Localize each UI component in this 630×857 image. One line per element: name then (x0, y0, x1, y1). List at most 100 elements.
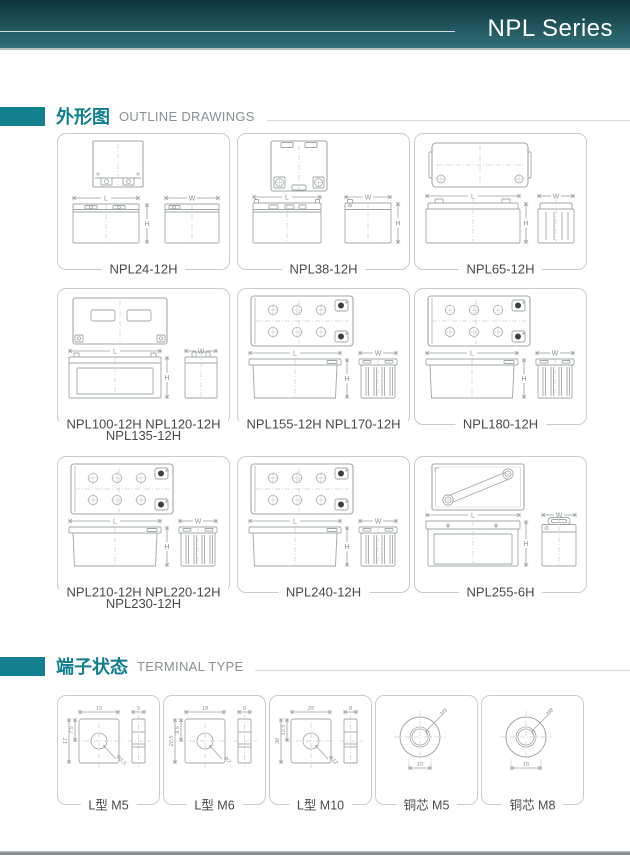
svg-text:M5: M5 (439, 707, 449, 717)
svg-text:W: W (364, 194, 371, 201)
svg-text:H: H (523, 541, 528, 548)
terminal-drawing: M5 10 (393, 707, 449, 771)
outline-card-npl180: L H W NPL180-12H (414, 288, 587, 432)
svg-text:9.5: 9.5 (174, 725, 180, 734)
svg-text:W: W (374, 518, 381, 525)
svg-text:25: 25 (306, 706, 314, 712)
svg-text:L: L (471, 193, 475, 200)
battery-drawing: L H W (247, 463, 398, 567)
svg-text:30: 30 (274, 737, 280, 744)
model-label-secondary: NPL135-12H (105, 428, 182, 443)
svg-text:L: L (113, 518, 117, 525)
svg-text:W: W (194, 518, 201, 525)
battery-drawing: L H W (71, 140, 220, 244)
battery-drawing: LHW (67, 297, 218, 399)
svg-text:L: L (470, 350, 474, 357)
section-title-zh: 端子状态 (56, 657, 128, 677)
svg-text:L: L (471, 512, 475, 519)
section-title-en: TERMINAL TYPE (137, 658, 244, 674)
svg-text:L: L (293, 350, 297, 357)
svg-text:10: 10 (416, 762, 423, 768)
terminal-drawing: M8 16 (499, 707, 555, 771)
svg-text:H: H (523, 220, 528, 227)
svg-text:15: 15 (95, 706, 102, 712)
svg-text:W: W (552, 193, 559, 200)
battery-drawing: L H W (424, 295, 575, 399)
model-label: NPL155-12H NPL170-12H (238, 416, 409, 432)
outline-card-npl210: L H W NPL210-12H NPL220-12H NPL230-12H (57, 456, 230, 611)
model-label: NPL38-12H (281, 261, 366, 277)
svg-text:L: L (113, 348, 117, 355)
page-header-band: NPL Series (0, 0, 630, 50)
outline-card-npl240: L H W NPL240-12H (237, 456, 410, 600)
svg-text:H: H (144, 221, 149, 228)
model-label-secondary: NPL230-12H (105, 596, 182, 611)
terminal-drawing: 15 177.5Φ5.5 5 (62, 706, 151, 769)
model-label: NPL100-12H NPL120-12H (58, 416, 229, 432)
terminal-label: L型 M5 (80, 794, 137, 814)
outline-card-npl65: L H W NPL65-12H (414, 133, 587, 277)
model-label: NPL210-12H NPL220-12H (58, 584, 229, 600)
svg-text:12.5: 12.5 (280, 724, 286, 736)
section-accent-block (0, 656, 45, 676)
svg-text:H: H (344, 376, 349, 383)
outline-card-npl38: L W H NPL38-12H (237, 133, 410, 277)
svg-text:L: L (285, 194, 289, 201)
terminal-card-cu-m8: M8 16 铜芯 M8 (481, 695, 584, 814)
svg-text:6: 6 (242, 706, 246, 712)
svg-text:L: L (293, 518, 297, 525)
svg-text:7.5: 7.5 (68, 725, 74, 734)
outline-card-npl24: L H W NPL24-12H (57, 133, 230, 277)
outline-card-npl155: L H W NPL155-12H NPL170-12H (237, 288, 410, 432)
model-label: NPL180-12H (454, 416, 547, 432)
svg-text:Φ12: Φ12 (326, 754, 338, 766)
svg-text:5: 5 (136, 706, 140, 712)
terminal-label: 铜芯 M5 (395, 794, 458, 814)
svg-text:W: W (551, 350, 558, 357)
header-divider-line (0, 31, 455, 32)
svg-text:W: W (374, 350, 381, 357)
battery-drawing: L W H (251, 140, 400, 244)
svg-text:L: L (104, 195, 108, 202)
terminal-card-cu-m5: M5 10 铜芯 M5 (375, 695, 478, 814)
section-accent-block (0, 106, 45, 126)
section-terminal-header: 端子状态 TERMINAL TYPE (0, 653, 630, 679)
svg-text:H: H (395, 220, 400, 227)
section-title-zh: 外形图 (56, 107, 110, 127)
section-rule (266, 119, 630, 121)
page-bottom-rule (0, 851, 630, 855)
section-outline-header: 外形图 OUTLINE DRAWINGS (0, 103, 630, 129)
terminal-label: L型 M10 (288, 794, 353, 814)
svg-text:16: 16 (522, 762, 529, 768)
section-title-en: OUTLINE DRAWINGS (119, 108, 255, 124)
svg-text:8: 8 (348, 706, 352, 712)
model-label: NPL65-12H (458, 261, 543, 277)
svg-text:Φ7: Φ7 (221, 755, 231, 765)
svg-text:H: H (521, 376, 526, 383)
outline-card-npl255: L H W NPL255-6H (414, 456, 587, 600)
svg-text:Φ5.5: Φ5.5 (114, 754, 128, 768)
svg-text:20.5: 20.5 (168, 735, 174, 748)
series-title: NPL Series (487, 15, 613, 42)
battery-drawing: L H W (247, 295, 398, 399)
terminal-drawing: 18 20.59.5Φ7 6 (168, 706, 257, 769)
terminal-label: 铜芯 M8 (501, 794, 564, 814)
model-label: NPL240-12H (277, 584, 370, 600)
svg-text:H: H (344, 544, 349, 551)
model-label: NPL24-12H (101, 261, 186, 277)
svg-text:17: 17 (62, 737, 68, 744)
svg-text:M8: M8 (545, 707, 555, 717)
svg-text:H: H (164, 375, 169, 382)
battery-drawing: L H W (424, 142, 575, 244)
svg-text:W: W (555, 512, 562, 519)
svg-text:W: W (188, 195, 195, 202)
svg-text:18: 18 (201, 706, 208, 712)
svg-text:H: H (164, 544, 169, 551)
model-label: NPL255-6H (458, 584, 543, 600)
terminal-label: L型 M6 (186, 794, 243, 814)
battery-drawing: L H W (424, 463, 577, 567)
